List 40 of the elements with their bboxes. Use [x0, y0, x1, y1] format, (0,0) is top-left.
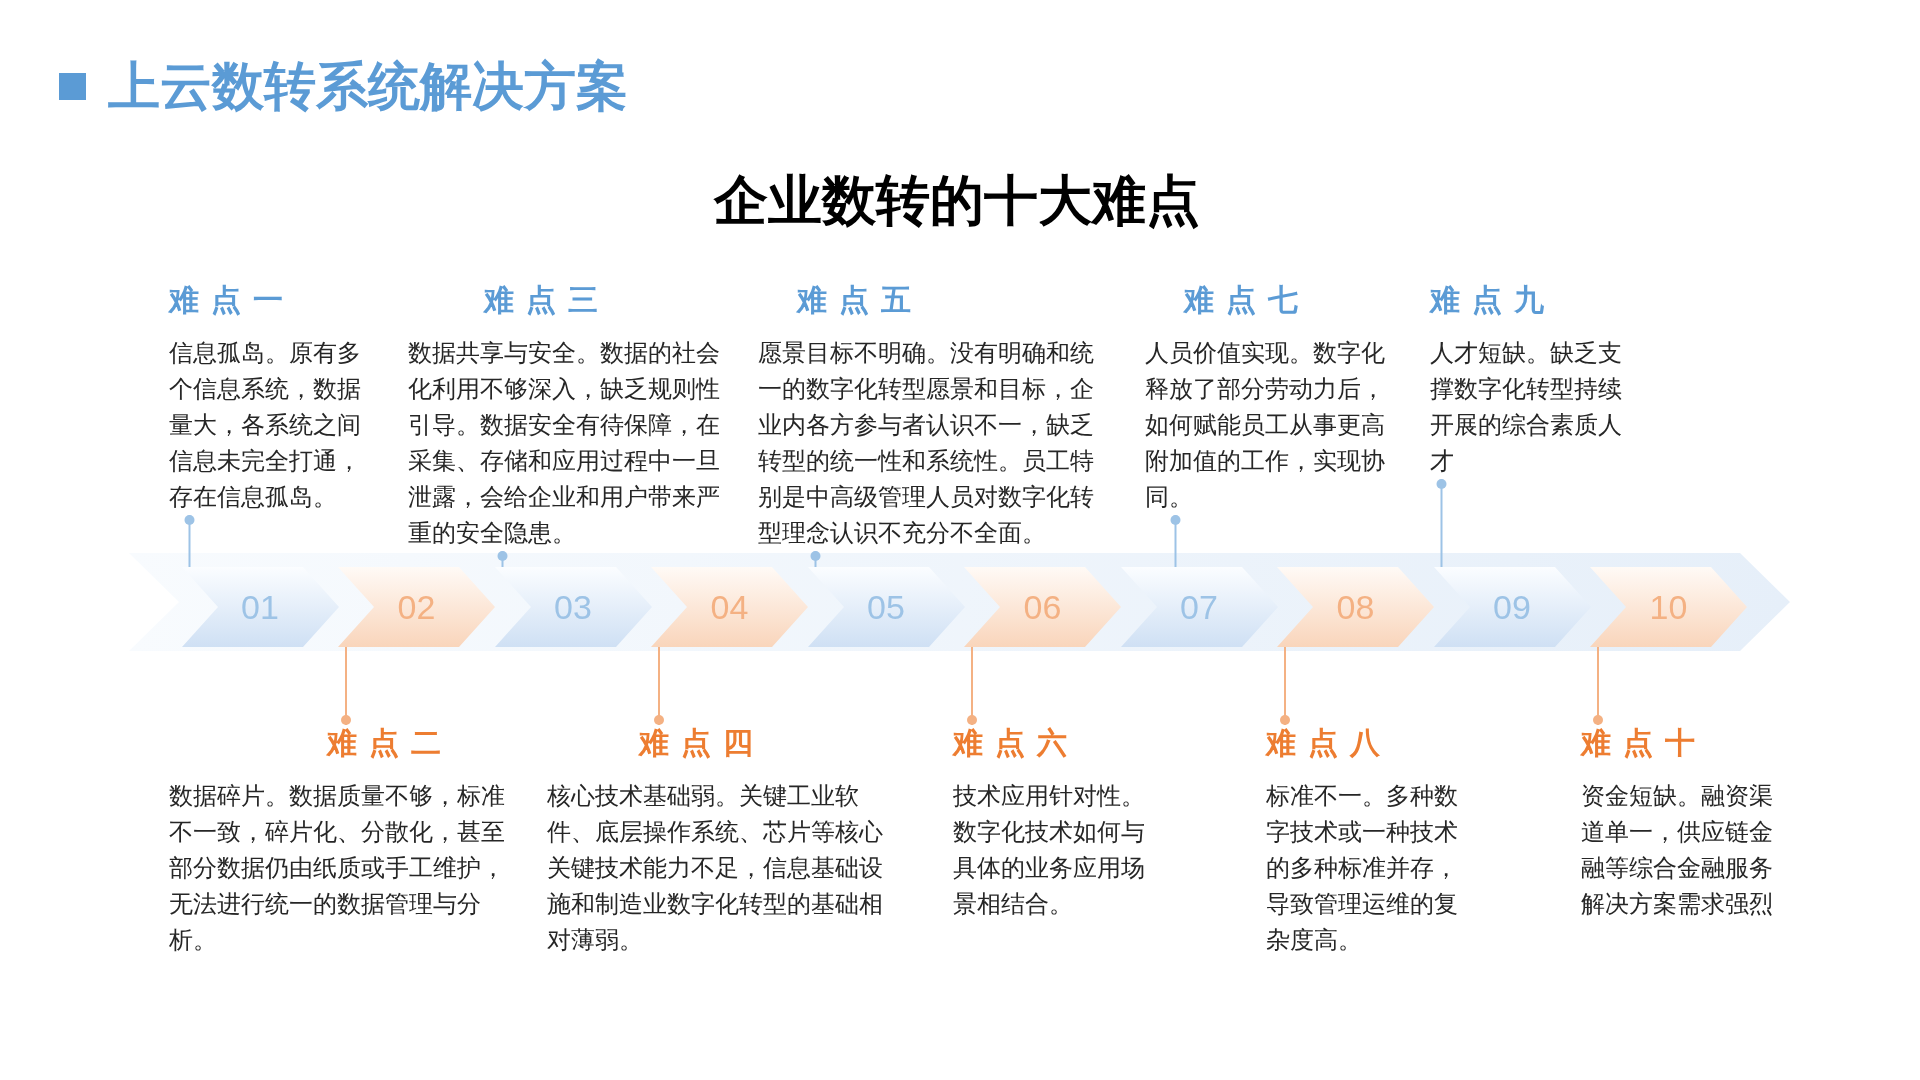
leader-line [1436, 478, 1447, 568]
leader-line [654, 646, 664, 726]
chevron-step: 08 [1277, 567, 1434, 647]
section-heading: 难点六 [953, 725, 1079, 761]
description-text: 信息孤岛。原有多个信息系统，数据量大，各系统之间信息未完全打通，存在信息孤岛。 [169, 338, 362, 513]
diagram-title: 企业数转的十大难点 [714, 170, 1200, 232]
chevron-step: 05 [807, 567, 965, 647]
leader-line [497, 550, 508, 568]
section-heading: 难点一 [169, 282, 295, 318]
section-heading: 难点二 [327, 725, 453, 761]
description-text: 数据碎片。数据质量不够，标准不一致，碎片化、分散化，甚至部分数据仍由纸质或手工维护，无法进行统一的数据管理与分析。 [169, 781, 506, 956]
description-text: 数据共享与安全。数据的社会化利用不够深入，缺乏规则性引导。数据安全有待保障，在采集、存储和应用过程中一旦泄露，会给企业和用户带来严重的安全隐患。 [408, 338, 721, 549]
leader-line [967, 646, 977, 726]
leader-line [1593, 646, 1603, 726]
chevron-step: 04 [651, 567, 808, 647]
leader-line [810, 550, 821, 568]
leader-line [1170, 514, 1181, 568]
section-heading: 难点八 [1266, 725, 1392, 761]
section-heading: 难点四 [639, 725, 765, 761]
description-text: 资金短缺。融资渠道单一，供应链金融等综合金融服务解决方案需求强烈 [1581, 781, 1774, 920]
leader-line [1280, 646, 1290, 726]
section-heading: 难点五 [797, 282, 923, 318]
description-text: 标准不一。多种数字技术或一种技术的多种标准并存，导致管理运维的复杂度高。 [1266, 781, 1459, 956]
chevron-step: 06 [964, 567, 1121, 647]
leader-line [341, 646, 351, 726]
description-text: 愿景目标不明确。没有明确和统一的数字化转型愿景和目标，企业内各方参与者认识不一，缺乏转型的统一性和系统性。员工特别是中高级管理人员对数字化转型理念认识不充分不全面。 [758, 338, 1095, 549]
page-title: 上云数转系统解决方案 [108, 56, 628, 116]
section-heading: 难点九 [1430, 282, 1556, 318]
section-heading: 难点十 [1581, 725, 1707, 761]
leader-line [184, 514, 195, 568]
section-heading: 难点七 [1184, 282, 1310, 318]
chevron-step: 10 [1590, 567, 1747, 647]
section-heading: 难点三 [484, 282, 610, 318]
chevron-step: 07 [1120, 567, 1278, 647]
description-text: 技术应用针对性。数字化技术如何与具体的业务应用场景相结合。 [953, 781, 1146, 920]
chevron-step: 02 [338, 567, 495, 647]
chevron-step: 03 [494, 567, 652, 647]
description-text: 人才短缺。缺乏支撑数字化转型持续开展的综合素质人才 [1430, 338, 1623, 477]
description-text: 核心技术基础弱。关键工业软件、底层操作系统、芯片等核心关键技术能力不足，信息基础设施和制造业数字化转型的基础相对薄弱。 [547, 781, 884, 956]
description-text: 人员价值实现。数字化释放了部分劳动力后，如何赋能员工从事更高附加值的工作，实现协同。 [1145, 338, 1386, 513]
